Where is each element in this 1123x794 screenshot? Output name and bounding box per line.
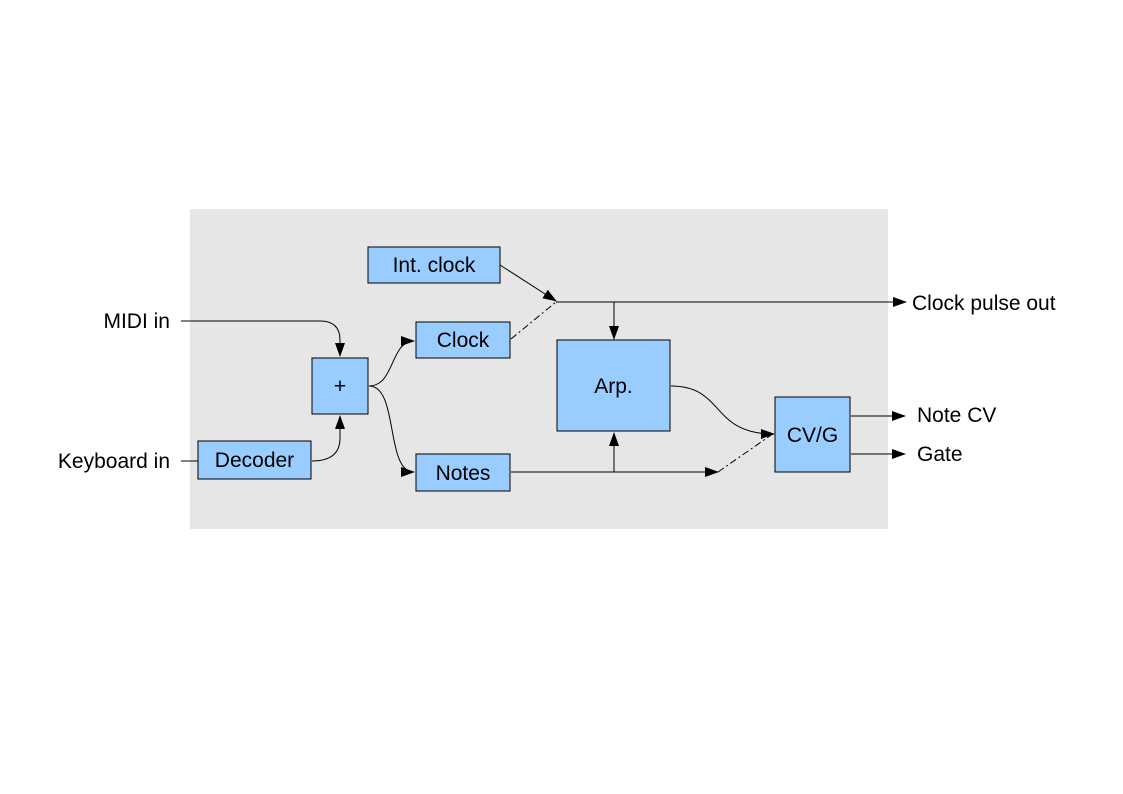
int-clock-to-switch-line — [499, 264, 557, 302]
arp-label: Arp. — [594, 375, 633, 398]
midi-to-merge-line — [181, 320, 345, 357]
cvg-block: CV/G — [774, 396, 851, 473]
int-clock-label: Int. clock — [393, 254, 476, 277]
midi-in-label: MIDI in — [103, 310, 170, 333]
notes-switch-dashed-line — [717, 432, 775, 473]
int-clock-block: Int. clock — [367, 246, 501, 284]
notes-block: Notes — [415, 453, 511, 492]
decoder-to-merge-line — [311, 415, 345, 462]
clock-block: Clock — [415, 321, 511, 359]
merge-label: + — [334, 375, 346, 398]
merge-block: + — [311, 357, 369, 415]
arp-to-cvg-line — [670, 385, 775, 439]
system-panel — [190, 209, 888, 529]
decoder-label: Decoder — [215, 449, 294, 472]
clock-pulse-out-label: Clock pulse out — [912, 292, 1056, 315]
decoder-block: Decoder — [197, 440, 312, 480]
note-cv-label: Note CV — [917, 404, 996, 427]
cvg-label: CV/G — [787, 424, 838, 447]
arp-block: Arp. — [556, 339, 671, 432]
gate-label: Gate — [917, 443, 963, 466]
merge-to-notes-line — [368, 385, 415, 477]
clock-label: Clock — [437, 329, 490, 352]
merge-to-clock-line — [368, 336, 415, 387]
notes-label: Notes — [436, 462, 491, 485]
clock-switch-dashed-line — [510, 301, 557, 340]
keyboard-in-label: Keyboard in — [58, 450, 170, 473]
